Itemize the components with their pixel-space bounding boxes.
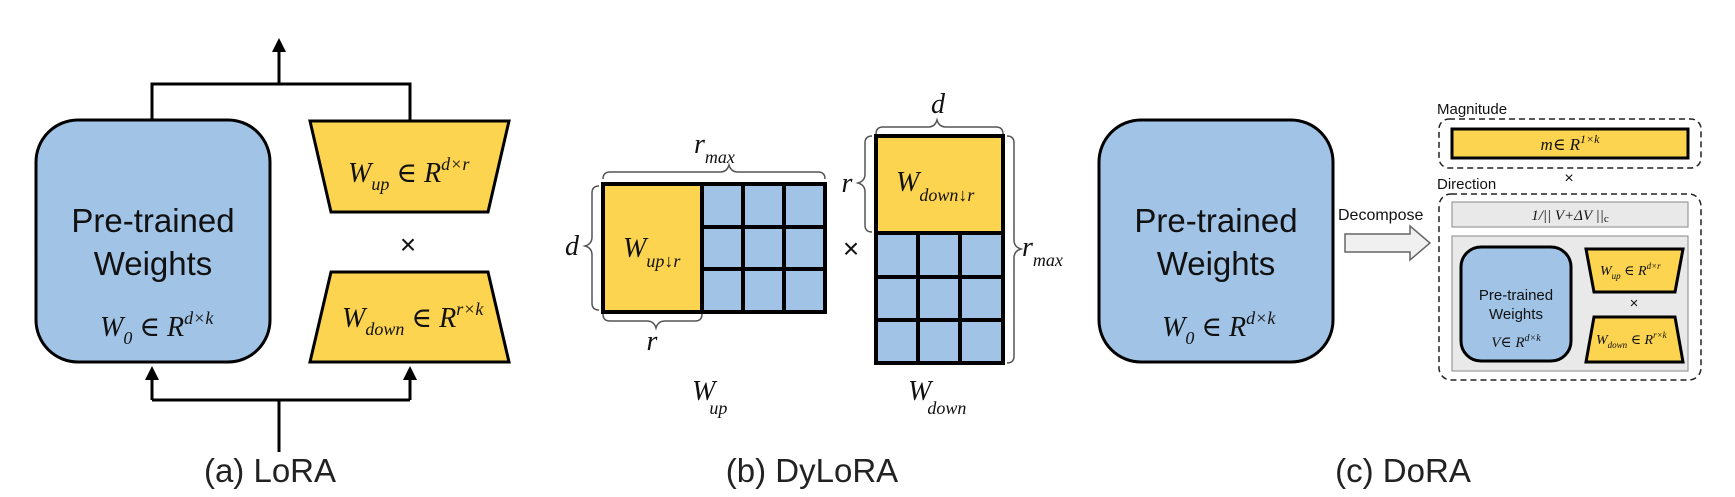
dora-times-sign-2: × — [1630, 295, 1639, 312]
pretrained-weights-box — [34, 118, 272, 364]
lora-wdown-formula: Wdown ∈ Rr×k — [342, 299, 484, 339]
d-left-label: d — [565, 231, 580, 262]
lora-wup-trapezoid — [308, 119, 511, 214]
input-arrow-right-head — [403, 366, 417, 380]
w0-formula: W0 ∈ Rd×k — [100, 308, 214, 348]
dora-pretrained-box — [1097, 118, 1335, 364]
wup-r-formula: Wup↓r — [623, 233, 681, 271]
d-top-label: d — [931, 89, 946, 120]
wup-r-block — [603, 184, 702, 312]
decompose-label: Decompose — [1338, 207, 1423, 224]
dora-inner-pretrained-box — [1459, 245, 1573, 363]
direction-title: Direction — [1437, 176, 1496, 193]
pretrained-label-line1: Pre-trained — [71, 202, 234, 239]
v-formula: V∈ Rd×k — [1491, 333, 1541, 351]
output-arrow-head — [272, 38, 286, 52]
norm-bar — [1451, 201, 1689, 228]
r-bottom-brace — [602, 313, 703, 331]
dora-wup-formula: Wup ∈ Rd×r — [1600, 261, 1661, 281]
rmax-top-label: rmax — [694, 129, 735, 167]
d-left-brace — [582, 185, 600, 311]
dylora-caption: (b) DyLoRA — [726, 452, 898, 489]
lora-caption: (a) LoRA — [204, 452, 336, 489]
rmax-top-brace — [602, 162, 826, 180]
dora-w0-formula: W0 ∈ Rd×k — [1162, 308, 1276, 348]
inner-pretrained-line1: Pre-trained — [1479, 287, 1553, 304]
lora-wdown-trapezoid — [308, 270, 511, 364]
r-left-brace — [855, 135, 873, 233]
lora-wup-formula: Wup ∈ Rd×r — [348, 154, 470, 194]
wdown-r-block — [876, 136, 1003, 233]
rmax-right-label: rmax — [1022, 232, 1063, 270]
pretrained-label-line2: Weights — [94, 245, 213, 282]
magnitude-dashed-box — [1438, 118, 1702, 169]
r-left-label: r — [842, 168, 853, 199]
norm-formula: 1/|| V+ΔV ||c — [1531, 208, 1609, 225]
wdown-r-formula: Wdown↓r — [896, 167, 975, 205]
dora-wdown-formula: Wdown ∈ Rr×k — [1596, 330, 1668, 350]
dora-pretrained-line2: Weights — [1157, 245, 1276, 282]
rmax-right-brace — [1006, 135, 1024, 364]
r-bottom-label: r — [647, 326, 658, 357]
dora-wup-trapezoid — [1584, 247, 1685, 294]
dora-caption: (c) DoRA — [1335, 452, 1471, 489]
magnitude-formula: m∈ R1×k — [1541, 132, 1601, 154]
wdown-grid-lines — [874, 134, 1005, 365]
dylora-panel: rmax d r Wup↓r × d r rmax — [565, 89, 1063, 489]
lora-times-sign: × — [400, 229, 416, 260]
wup-grid-lines — [601, 182, 827, 314]
dora-panel: Pre-trained Weights W0 ∈ Rd×k Decompose … — [1097, 101, 1702, 489]
input-split-line — [152, 398, 410, 452]
d-top-brace — [875, 117, 1004, 135]
dora-times-sign-1: × — [1564, 170, 1573, 187]
input-arrow-left-head — [145, 366, 159, 380]
output-merge-line — [150, 82, 412, 120]
lora-panel: Pre-trained Weights W0 ∈ Rd×k Wup ∈ Rd×r… — [34, 38, 511, 489]
magnitude-vector — [1450, 127, 1690, 160]
direction-dashed-box — [1438, 193, 1702, 381]
dora-wdown-trapezoid — [1584, 315, 1685, 364]
dylora-times-sign: × — [843, 233, 859, 264]
magnitude-title: Magnitude — [1437, 101, 1507, 118]
dora-pretrained-line1: Pre-trained — [1134, 202, 1297, 239]
decompose-arrow-icon — [1344, 224, 1432, 262]
inner-pretrained-line2: Weights — [1489, 306, 1543, 323]
